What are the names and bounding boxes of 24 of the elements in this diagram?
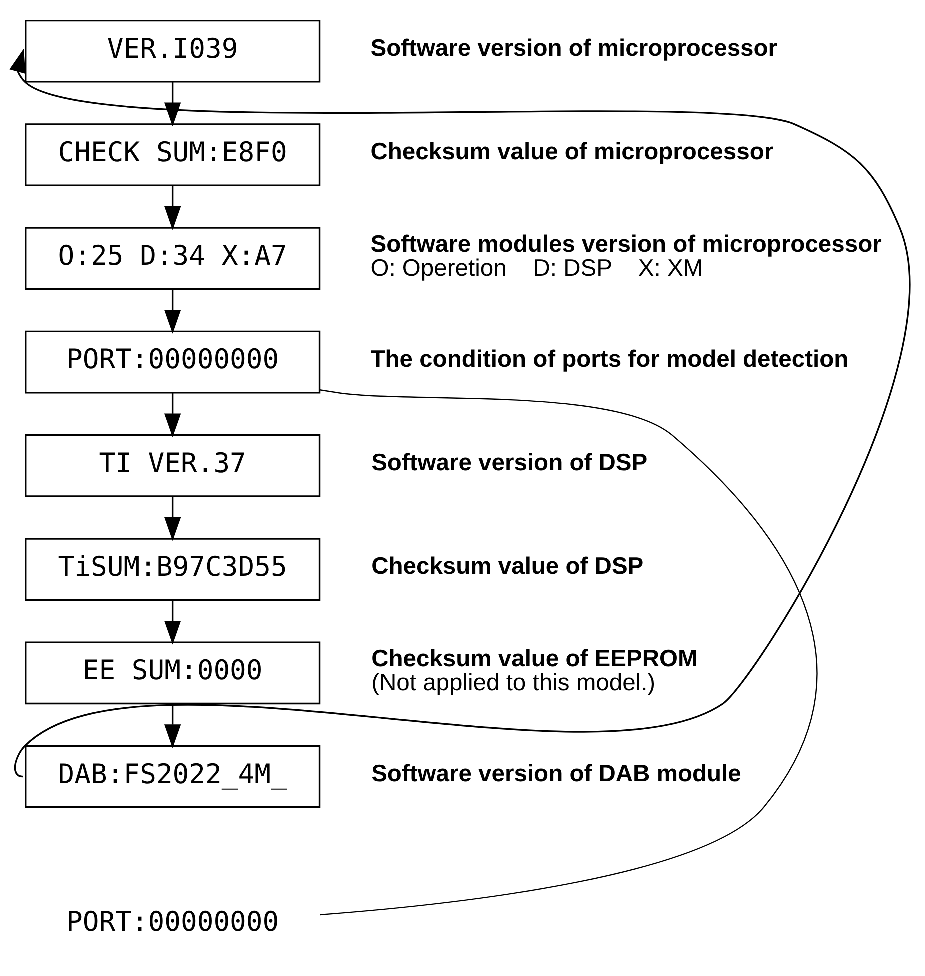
node-label: Checksum value of DSP — [372, 553, 644, 580]
arrow — [164, 704, 182, 748]
node-box: TI VER.37 — [25, 434, 321, 498]
node-label: Software version of DSP — [372, 450, 648, 476]
node-label: Software version of DAB module — [372, 760, 742, 788]
node-box: VER.I039 — [25, 20, 321, 83]
node-label: Checksum value of microprocessor — [370, 138, 774, 166]
node-box: CHECK SUM:E8F0 — [25, 124, 321, 186]
node-text: PORT:00000000 — [66, 907, 280, 938]
arrow — [10, 48, 910, 778]
arrow — [164, 496, 182, 542]
node-box: EE SUM:0000 — [25, 642, 321, 705]
node-box: DAB:FS2022_4M_ — [25, 745, 321, 808]
node-box: O:25 D:34 X:A7 — [25, 227, 321, 290]
arrow — [164, 392, 182, 438]
arrow — [164, 82, 182, 127]
node-box: TiSUM:B97C3D55 — [25, 538, 321, 601]
arrow — [164, 289, 182, 334]
arrow — [164, 600, 182, 645]
connector — [320, 390, 818, 916]
arrow — [164, 186, 182, 230]
node-label: The condition of ports for model detection — [370, 346, 849, 373]
node-box: PORT:00000000 — [25, 330, 321, 394]
node-label: Software version of microprocessor — [370, 34, 778, 62]
